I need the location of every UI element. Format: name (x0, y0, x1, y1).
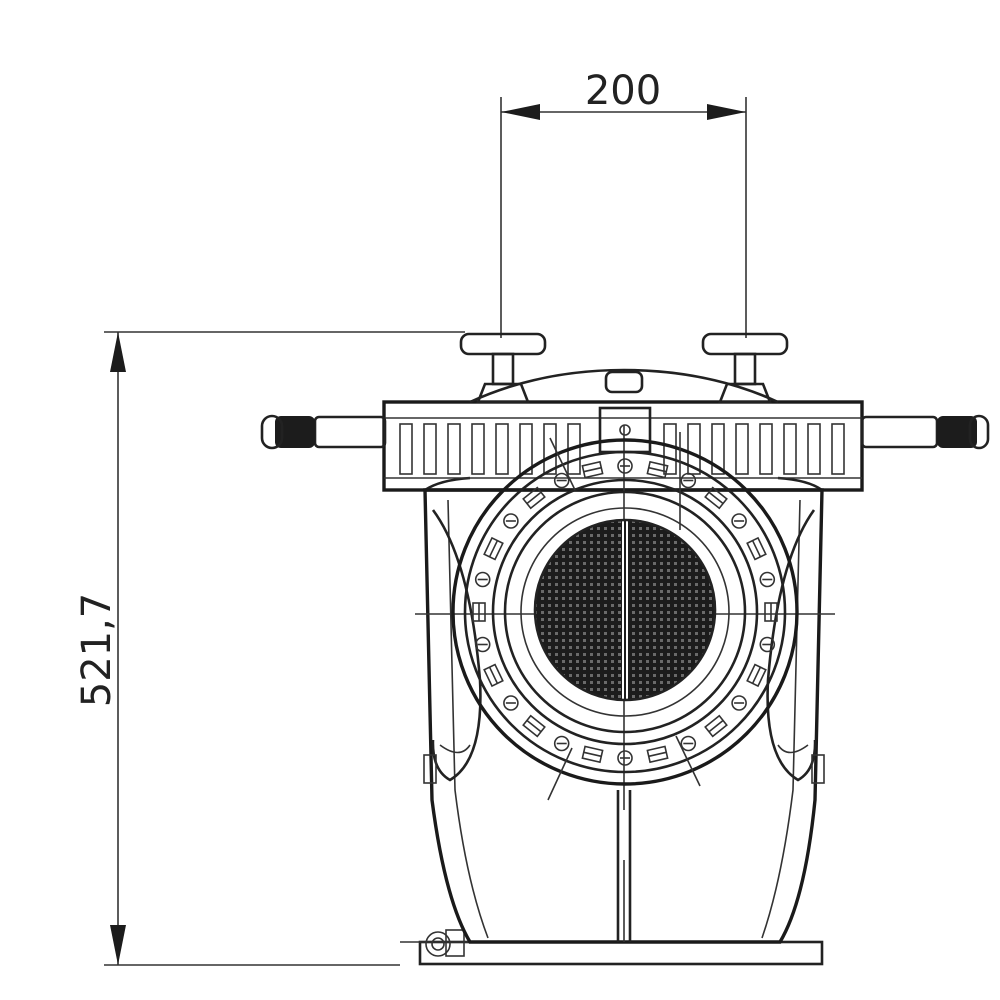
strainer-housing (423, 476, 825, 944)
lid-center-knob (604, 370, 644, 394)
height-arrow-bottom (110, 925, 126, 965)
strainer-basket (533, 518, 717, 702)
lid-latch (598, 406, 652, 454)
right-wing-knob-icon (701, 332, 789, 404)
right-lid-handle (860, 414, 990, 450)
width-dimension-label: 200 (585, 68, 661, 114)
width-arrow-left (501, 104, 540, 120)
base-plate (400, 929, 824, 966)
flange-bolts (472, 458, 778, 766)
left-lid-handle (260, 414, 387, 450)
height-dimension: 521,7 (74, 331, 465, 966)
width-dimension: 200 (500, 68, 747, 338)
left-wing-knob-icon (459, 332, 547, 404)
inlet-flange (415, 425, 835, 810)
height-arrow-top (110, 332, 126, 372)
drain-plug-icon (425, 931, 451, 957)
height-dimension-label: 521,7 (74, 593, 120, 708)
width-arrow-right (707, 104, 746, 120)
